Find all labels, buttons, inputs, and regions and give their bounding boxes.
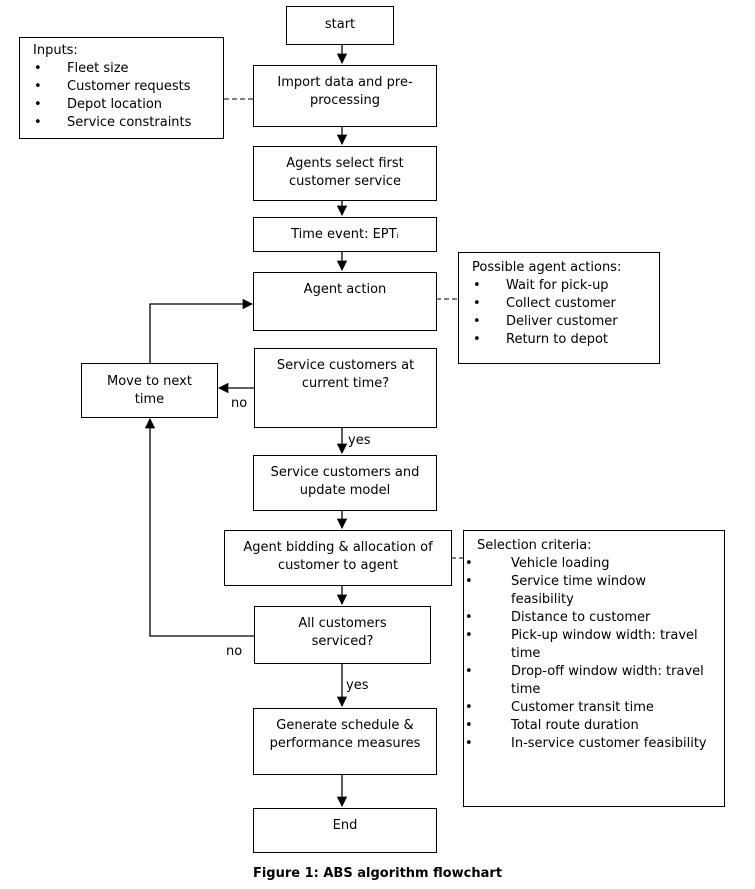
import-step-label: Import data and pre- processing: [277, 75, 413, 108]
no-label-question: no: [231, 396, 248, 411]
criteria-item: Pick-up window width: travel time: [464, 627, 716, 663]
agent-actions-item: Collect customer: [472, 295, 651, 313]
agent-actions-item: Deliver customer: [472, 313, 651, 331]
agent-action-step: Agent action: [253, 272, 437, 331]
select-first-step-label: Agents select first customer service: [286, 156, 404, 189]
agent-actions-title: Possible agent actions:: [472, 260, 622, 275]
criteria-item: Drop-off window width: travel time: [464, 663, 716, 699]
inputs-title: Inputs:: [33, 43, 78, 58]
end-node: End: [253, 808, 437, 853]
service-question-decision: Service customers at current time?: [254, 348, 437, 428]
criteria-item: In-service customer feasibility: [464, 735, 716, 753]
criteria-item: Total route duration: [464, 717, 716, 735]
arrow-move-to-action: [149, 298, 254, 363]
time-event-step: Time event: EPTᵢ: [253, 217, 437, 252]
end-node-label: End: [332, 818, 358, 833]
inputs-panel: Inputs: Fleet size Customer requests Dep…: [19, 37, 224, 139]
figure-caption: Figure 1: ABS algorithm flowchart: [252, 866, 503, 881]
inputs-item: Service constraints: [33, 114, 215, 132]
all-serviced-decision: All customers serviced?: [254, 606, 431, 664]
service-question-label: Service customers at current time?: [276, 358, 415, 391]
criteria-item: Service time window feasibility: [464, 573, 716, 609]
bidding-label: Agent bidding & allocation of customer t…: [243, 540, 433, 573]
criteria-item: Vehicle loading: [464, 555, 716, 573]
agent-action-step-label: Agent action: [303, 282, 387, 297]
yes-label-all-serviced: yes: [346, 678, 369, 693]
agent-actions-panel: Possible agent actions: Wait for pick-up…: [458, 252, 660, 364]
no-label-all-serviced: no: [226, 644, 243, 659]
criteria-item: Customer transit time: [464, 699, 716, 717]
time-event-step-label: Time event: EPTᵢ: [291, 226, 399, 242]
move-next-time-step: Move to next time: [81, 363, 218, 418]
bidding-step: Agent bidding & allocation of customer t…: [224, 530, 452, 586]
selection-criteria-panel: Selection criteria: Vehicle loading Serv…: [463, 530, 725, 807]
move-next-time-label: Move to next time: [107, 373, 192, 407]
generate-step: Generate schedule & performance measures: [253, 708, 437, 775]
inputs-item: Fleet size: [33, 60, 215, 78]
service-update-label: Service customers and update model: [270, 465, 420, 498]
start-node: start: [286, 6, 394, 45]
yes-label-question: yes: [348, 433, 371, 448]
generate-label: Generate schedule & performance measures: [269, 718, 421, 751]
select-first-step: Agents select first customer service: [253, 146, 437, 201]
inputs-item: Depot location: [33, 96, 215, 114]
inputs-item: Customer requests: [33, 78, 215, 96]
agent-actions-item: Wait for pick-up: [472, 277, 651, 295]
selection-criteria-title: Selection criteria:: [477, 538, 592, 553]
arrow-allserviced-to-move: [144, 417, 254, 637]
start-node-label: start: [324, 17, 356, 32]
import-step: Import data and pre- processing: [253, 65, 437, 127]
criteria-item: Distance to customer: [464, 609, 716, 627]
all-serviced-label: All customers serviced?: [298, 616, 387, 649]
agent-actions-item: Return to depot: [472, 331, 651, 349]
service-update-step: Service customers and update model: [253, 455, 437, 511]
